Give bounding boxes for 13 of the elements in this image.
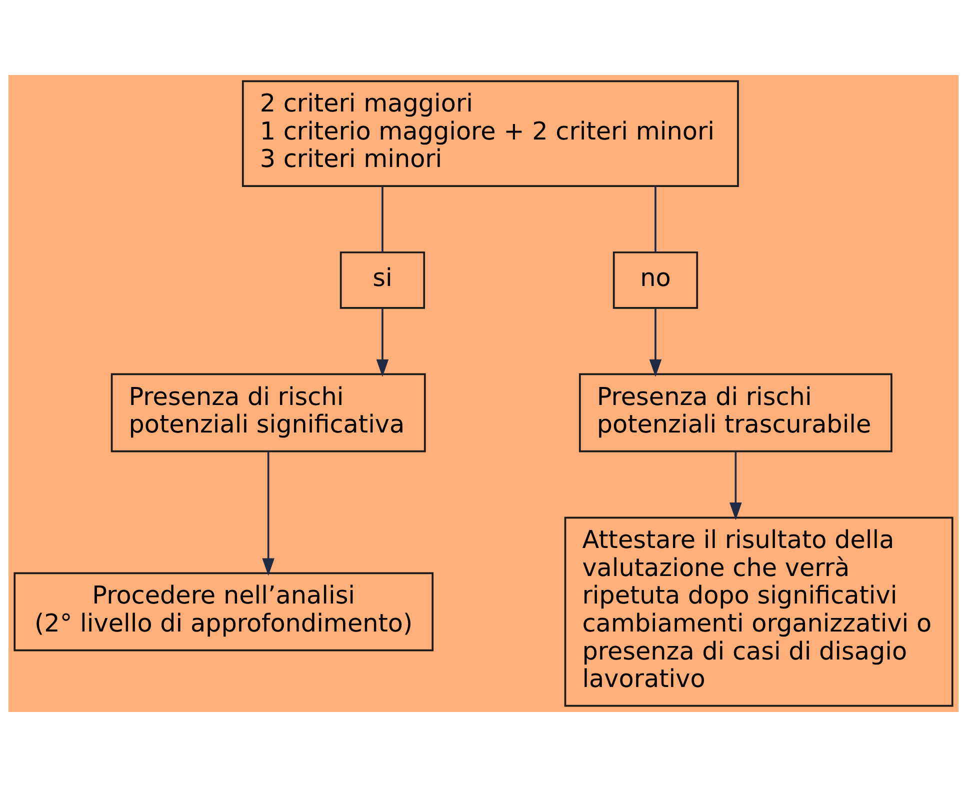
node-box: Attestare il risultato della valutazione che verrà ripetuta dopo significativi cambiamenti organizzativi o presenza di casi di disagio lavorativo xyxy=(564,516,954,706)
connector xyxy=(654,186,656,252)
arrow xyxy=(730,451,742,520)
arrow xyxy=(649,308,662,376)
connector xyxy=(382,186,384,252)
node-box: Presenza di rischi potenziali significativa xyxy=(110,372,426,452)
arrow xyxy=(262,451,274,576)
arrow xyxy=(376,308,389,376)
node-box: si xyxy=(340,250,426,308)
node-box: Procedere nell’analisi (2° livello di approfondimento) xyxy=(14,572,434,651)
node-box: 2 criteri maggiori 1 criterio maggiore + 2 criteri minori 3 criteri minori xyxy=(242,80,739,186)
node-box: no xyxy=(612,250,698,308)
node-box: Presenza di rischi potenziali trascurabile xyxy=(578,372,892,452)
